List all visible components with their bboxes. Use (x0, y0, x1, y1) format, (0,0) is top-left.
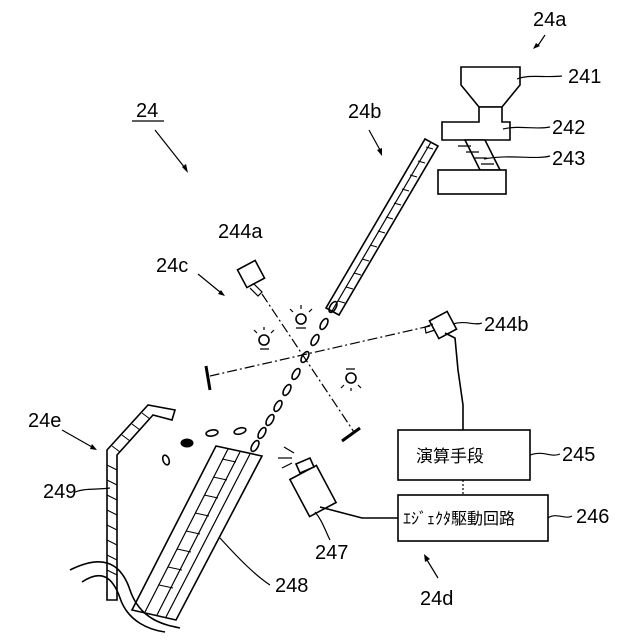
label-243: 243 (552, 148, 585, 170)
vibrator-243 (465, 140, 500, 170)
light-source-2 (254, 327, 274, 349)
label-242: 242 (552, 117, 585, 139)
label-244a: 244a (218, 221, 263, 243)
ejector-driver-label: ｴｼﾞｪｸﾀ駆動回路 (403, 509, 515, 528)
collection-24e (70, 405, 262, 632)
light-source-1 (290, 305, 312, 328)
label-24c: 24c (156, 255, 188, 277)
label-246: 246 (576, 506, 609, 528)
feeder-unit-24a (438, 67, 520, 194)
background-plate-bottom (342, 428, 360, 441)
label-24e: 24e (28, 410, 61, 432)
label-245: 245 (562, 444, 595, 466)
label-241: 241 (568, 66, 601, 88)
feeder-242 (442, 107, 510, 140)
background-plate-left (206, 366, 210, 390)
label-24b: 24b (348, 101, 381, 123)
light-source-3 (341, 369, 361, 391)
label-248: 248 (275, 575, 308, 597)
chute-24b (326, 139, 438, 315)
defective-grain (181, 439, 193, 447)
feeder-base (438, 170, 506, 194)
label-24: 24 (136, 100, 158, 122)
camera-244a (237, 260, 264, 296)
ejector-247 (278, 447, 336, 517)
label-24a: 24a (533, 9, 567, 31)
label-24d: 24d (420, 588, 453, 610)
optical-axis-244b (210, 326, 430, 376)
optical-detection-24c (206, 260, 457, 441)
label-247: 247 (315, 542, 348, 564)
label-244b: 244b (484, 314, 529, 336)
label-249: 249 (43, 481, 76, 503)
control-24d: 演算手段 ｴｼﾞｪｸﾀ駆動回路 (320, 333, 548, 541)
air-jet (278, 447, 294, 468)
calc-box-label: 演算手段 (416, 447, 484, 467)
camera-244b (425, 311, 457, 338)
hopper-241 (461, 67, 520, 107)
